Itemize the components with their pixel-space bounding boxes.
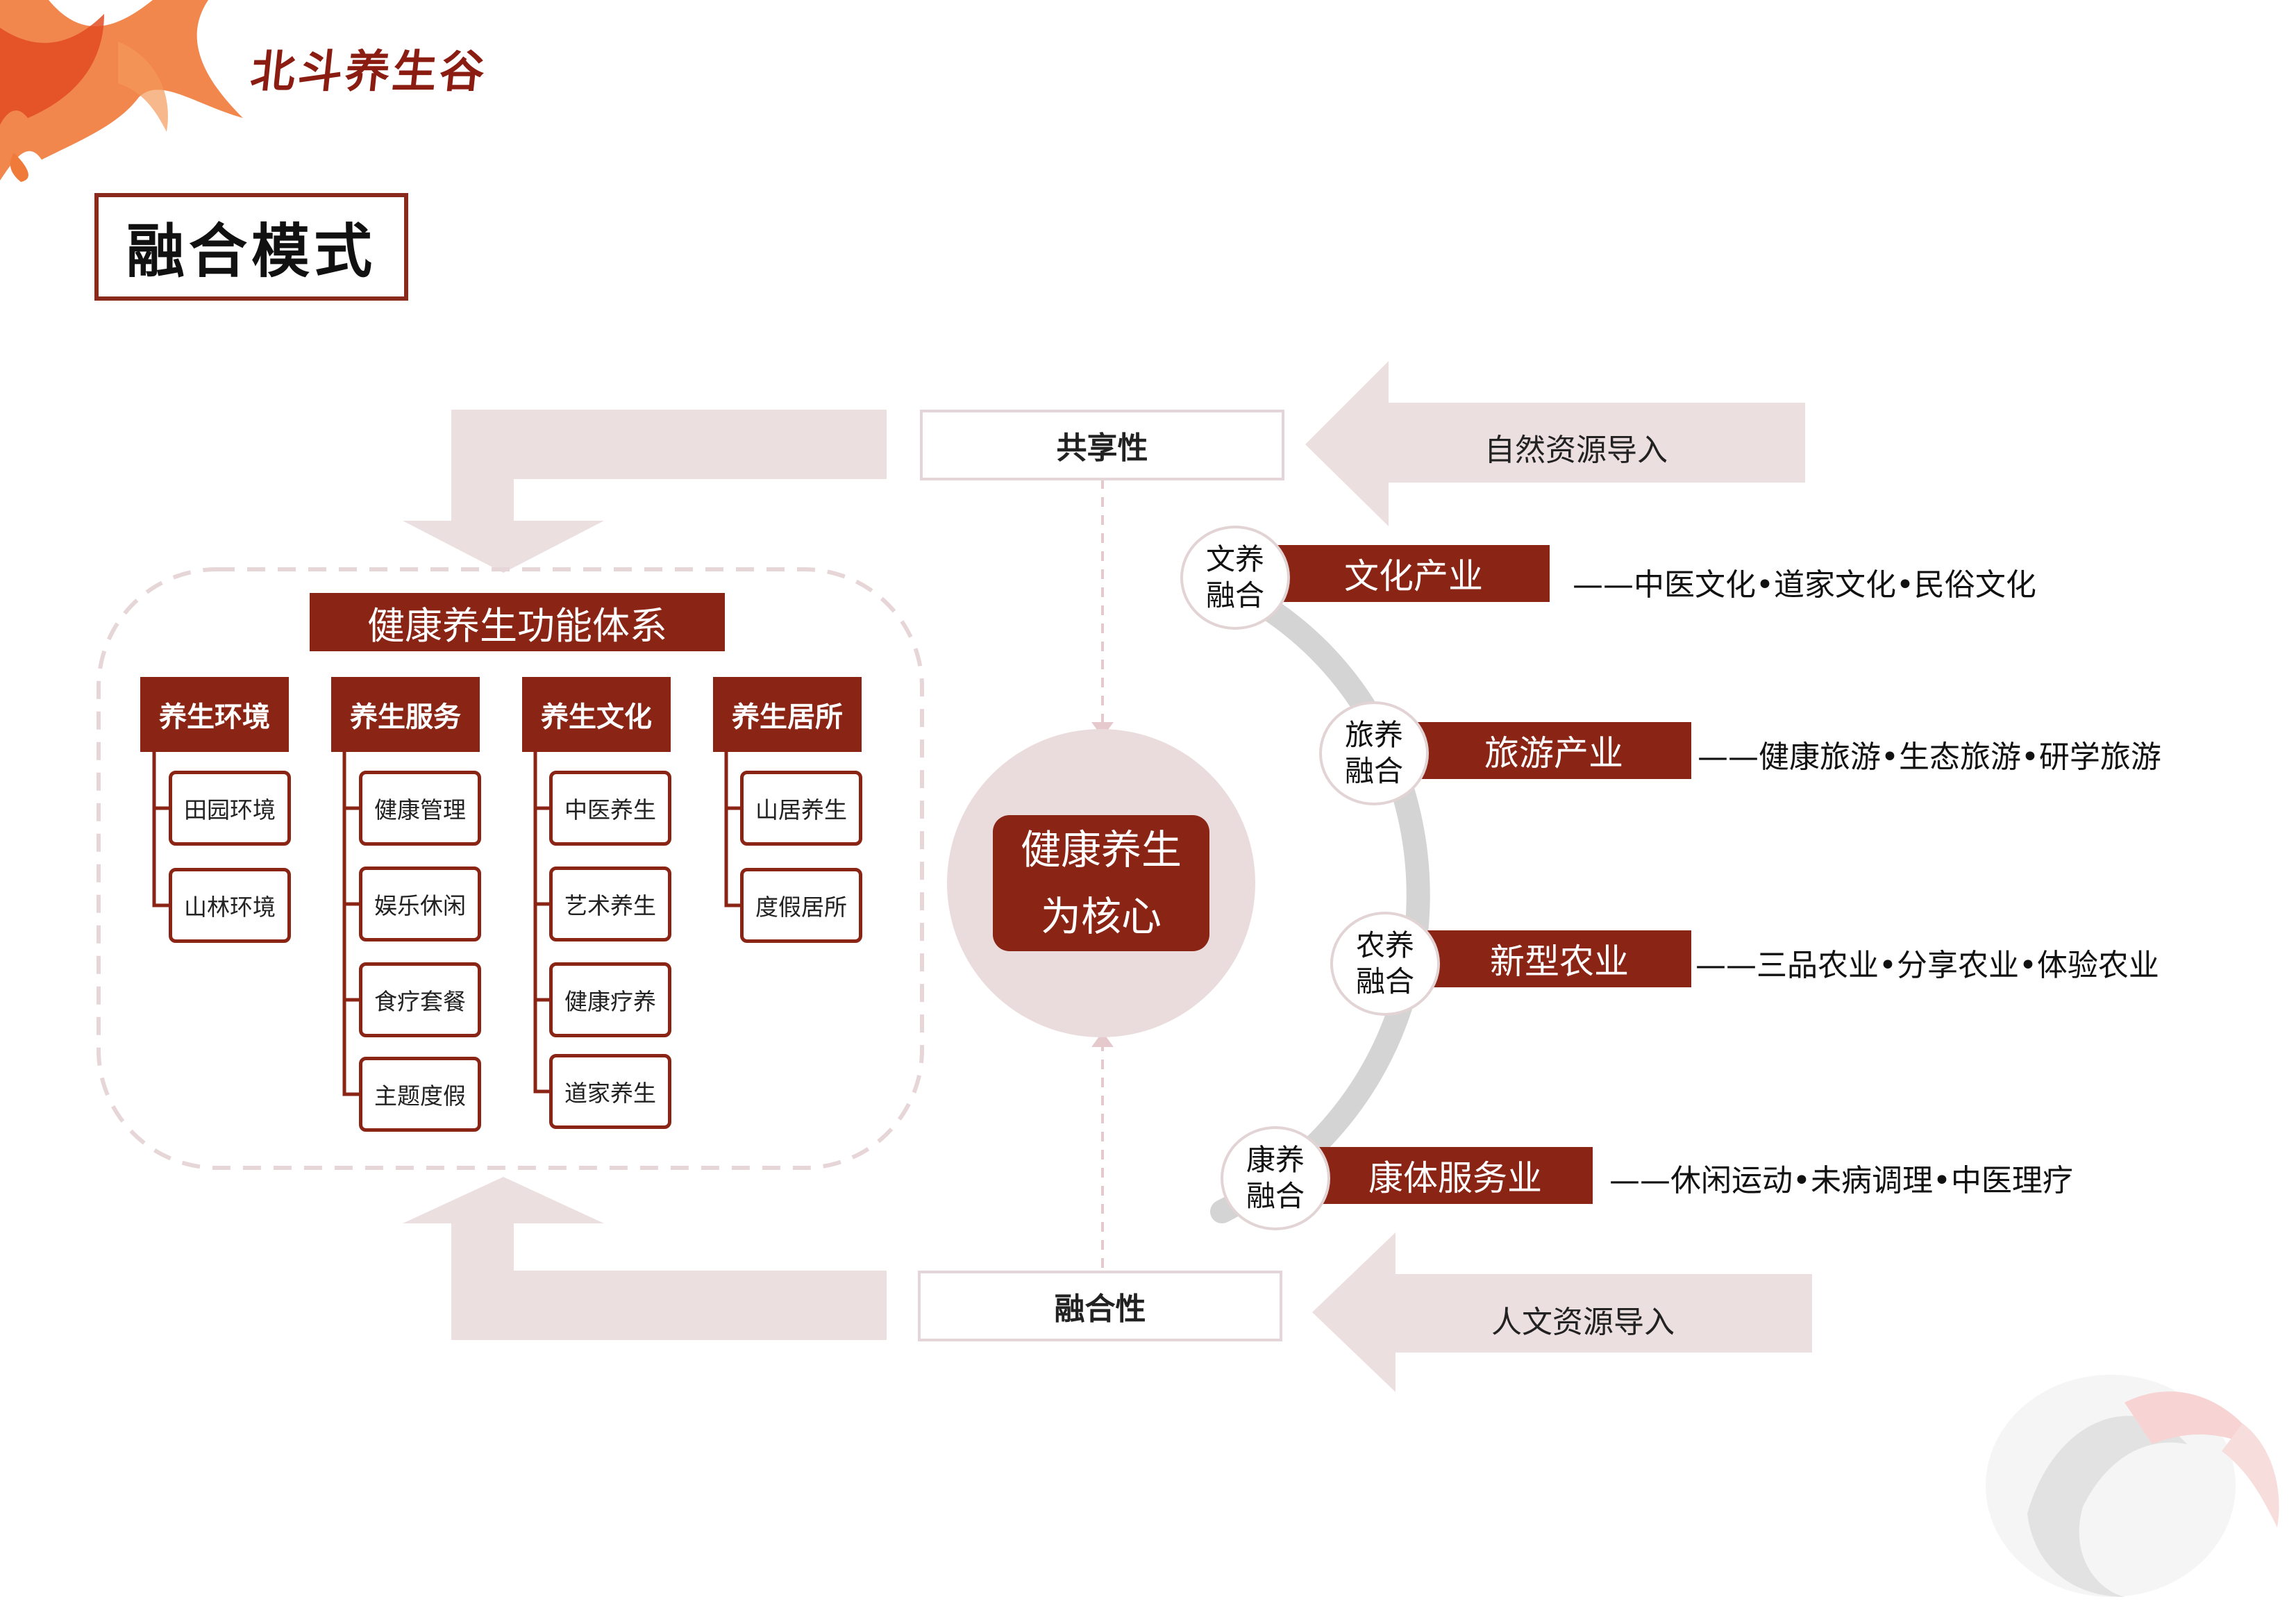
- industry-desc-wellness: ——休闲运动•未病调理•中医理疗: [1609, 1163, 2073, 1198]
- sharing-label: 共享性: [1056, 430, 1148, 466]
- fusion-badge-tourism: 旅养 融合: [1319, 701, 1429, 805]
- badge-line: 康养: [1246, 1143, 1305, 1177]
- system-item: 度假居所: [740, 868, 862, 943]
- badge-line: 旅养: [1344, 718, 1403, 752]
- fusion-arc: [1210, 585, 1430, 1223]
- system-item: 健康管理: [359, 771, 481, 846]
- system-item: 食疗套餐: [359, 962, 481, 1037]
- fusion-badge-agriculture: 农养 融合: [1330, 912, 1440, 1016]
- system-title: 健康养生功能体系: [310, 593, 725, 651]
- core-line-1: 健康养生: [1020, 826, 1182, 873]
- system-item: 娱乐休闲: [359, 867, 481, 941]
- natural-resource-arrow: [1305, 361, 1805, 526]
- badge-line: 融合: [1355, 964, 1414, 998]
- fusion-label: 融合性: [1054, 1291, 1146, 1327]
- system-item: 健康疗养: [549, 962, 671, 1037]
- column-header-culture: 养生文化: [522, 677, 671, 752]
- fusion-badge-culture: 文养 融合: [1180, 526, 1290, 630]
- industry-bar-tourism: 旅游产业: [1416, 722, 1691, 779]
- badge-line: 融合: [1344, 754, 1403, 788]
- industry-desc-culture: ——中医文化•道家文化•民俗文化: [1573, 567, 2036, 603]
- column-header-service: 养生服务: [331, 677, 480, 752]
- column-header-residence: 养生居所: [713, 677, 862, 752]
- page-title: 融合模式: [94, 193, 408, 301]
- fusion-badge-wellness: 康养 融合: [1221, 1126, 1330, 1230]
- brand-name: 北斗养生谷: [248, 47, 490, 98]
- column-header-environment: 养生环境: [140, 677, 289, 752]
- industry-bar-culture: 文化产业: [1277, 545, 1550, 602]
- tree-connectors: [152, 751, 740, 1096]
- sharing-label-box: 共享性: [920, 410, 1284, 480]
- system-item: 山居养生: [740, 771, 862, 846]
- koi-fish-ink-icon: [1986, 1375, 2279, 1597]
- system-item: 田园环境: [169, 771, 291, 846]
- fusion-label-box: 融合性: [918, 1271, 1282, 1341]
- system-dashed-frame: [97, 567, 924, 1170]
- badge-line: 文养: [1205, 542, 1264, 576]
- natural-resource-label: 自然资源导入: [1484, 433, 1668, 468]
- badge-line: 融合: [1205, 578, 1264, 612]
- badge-line: 融合: [1246, 1179, 1305, 1213]
- industry-desc-agriculture: ——三品农业•分享农业•体验农业: [1695, 948, 2159, 983]
- industry-bar-agriculture: 新型农业: [1427, 930, 1691, 987]
- top-band-arrow: [403, 410, 887, 573]
- core-box: 健康养生 为核心: [993, 815, 1209, 951]
- industry-desc-tourism: ——健康旅游•生态旅游•研学旅游: [1698, 739, 2161, 775]
- humanities-resource-arrow: [1312, 1232, 1812, 1392]
- badge-line: 农养: [1355, 928, 1414, 962]
- system-item: 主题度假: [359, 1057, 481, 1132]
- system-item: 山林环境: [169, 868, 291, 943]
- humanities-resource-label: 人文资源导入: [1491, 1305, 1675, 1340]
- core-line-2: 为核心: [1040, 893, 1162, 940]
- system-item: 中医养生: [549, 771, 671, 846]
- system-item: 艺术养生: [549, 867, 671, 941]
- industry-bar-wellness: 康体服务业: [1318, 1147, 1593, 1204]
- system-item: 道家养生: [549, 1054, 671, 1129]
- koi-fish-splash-icon: [0, 0, 243, 182]
- bottom-band-arrow: [403, 1177, 887, 1340]
